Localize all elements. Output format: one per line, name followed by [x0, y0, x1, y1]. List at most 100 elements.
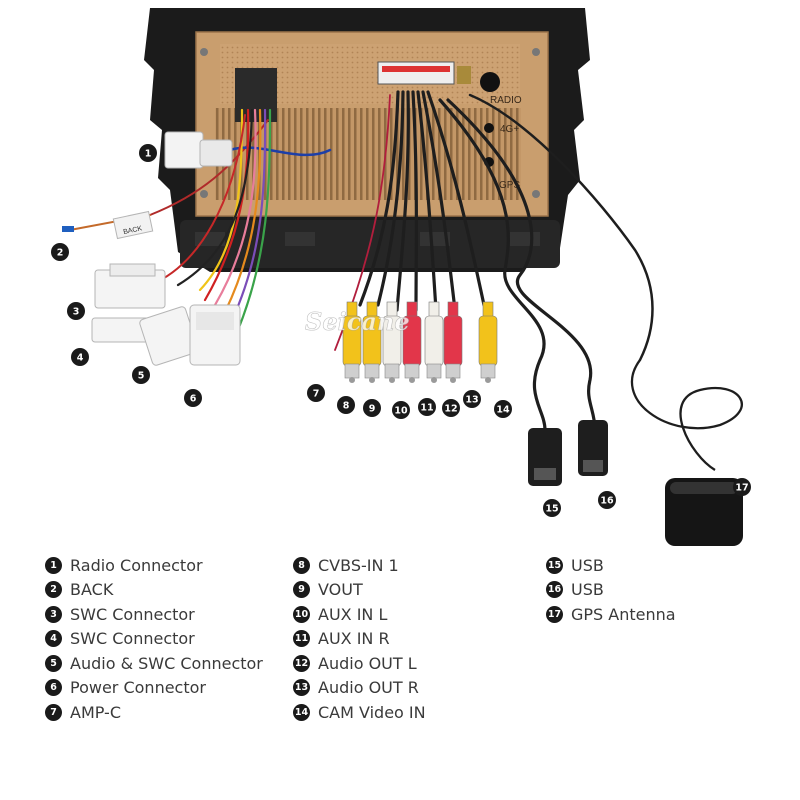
usb-plug-2 [578, 420, 608, 476]
harness-green [236, 108, 272, 332]
legend-item: 10 AUX IN L [293, 602, 426, 627]
callout-circle [71, 348, 89, 366]
callout-circle [132, 366, 150, 384]
callout-number: 9 [369, 403, 376, 414]
usb-cable-1 [438, 98, 547, 432]
cam-cable [426, 90, 486, 307]
legend-item: 17 GPS Antenna [546, 602, 676, 627]
radio-port [480, 72, 500, 92]
back-tag-label: BACK [123, 225, 143, 236]
legend-number-badge: 3 [45, 605, 62, 623]
harness-orange [223, 108, 262, 314]
legend-label: SWC Connector [70, 604, 195, 624]
legend-label: SWC Connector [70, 629, 195, 649]
callout-badge: 6 [184, 389, 202, 407]
callout-circle [139, 144, 157, 162]
legend-label: USB [571, 555, 604, 575]
rca-plug [424, 301, 444, 383]
fourg-port [484, 123, 494, 133]
connector-swc-a [94, 263, 166, 309]
callout-number: 13 [465, 394, 478, 405]
legend-item: 6 Power Connector [45, 676, 263, 701]
legend-number-badge: 7 [45, 703, 62, 721]
callout-number: 4 [77, 352, 84, 363]
callout-badge: 3 [67, 302, 85, 320]
callout-badge: 16 [598, 491, 616, 509]
rca-cable-1 [358, 90, 400, 307]
callout-badge: 14 [494, 400, 512, 418]
legend-number-badge: 9 [293, 581, 310, 599]
gps-cable [468, 93, 654, 362]
callout-badge: 11 [418, 398, 436, 416]
legend-item: 5 Audio & SWC Connector [45, 651, 263, 676]
callout-number: 6 [190, 393, 197, 404]
radio-port-label: RADIO [490, 95, 522, 106]
legend-number-badge: 10 [293, 605, 310, 623]
legend-label: AMP-C [70, 702, 121, 722]
usb-cable-2 [446, 98, 597, 432]
callout-number: 7 [313, 388, 320, 399]
legend-label: GPS Antenna [571, 604, 676, 624]
rca-plug [478, 301, 498, 383]
callout-circle [598, 491, 616, 509]
callout-number: 1 [145, 148, 152, 159]
callout-circle [418, 398, 436, 416]
rca-cable-4 [411, 90, 418, 312]
legend-label: CVBS-IN 1 [318, 555, 399, 575]
callout-badge: 7 [307, 384, 325, 402]
legend-number-badge: 2 [45, 581, 62, 599]
legend-number-badge: 16 [546, 581, 563, 599]
callout-circle [184, 389, 202, 407]
rca-harness-socket [377, 61, 455, 85]
legend-item: 7 AMP-C [45, 700, 263, 725]
legend-number-badge: 17 [546, 605, 563, 623]
callout-circle [67, 302, 85, 320]
callout-number: 12 [444, 403, 457, 414]
callout-number: 14 [496, 404, 510, 415]
callout-number: 10 [394, 405, 408, 416]
swc-wire [149, 114, 246, 286]
callout-badge: 2 [51, 243, 69, 261]
legend-number-badge: 5 [45, 654, 62, 672]
legend-number-badge: 8 [293, 556, 310, 574]
radio-socket [457, 66, 471, 84]
callout-badge: 5 [132, 366, 150, 384]
legend-number-badge: 12 [293, 654, 310, 672]
callout-circle [463, 390, 481, 408]
callout-circle [442, 399, 460, 417]
legend-number-badge: 11 [293, 630, 310, 648]
harness-black [176, 108, 254, 287]
legend-number-badge: 6 [45, 679, 62, 697]
callout-badge: 8 [337, 396, 355, 414]
fourg-port-label: 4G+ [500, 124, 519, 135]
callout-badge: 17 [733, 478, 751, 496]
callout-circle [51, 243, 69, 261]
legend-number-badge: 4 [45, 630, 62, 648]
wires [69, 90, 654, 432]
callout-circle [307, 384, 325, 402]
legend-number-badge: 1 [45, 556, 62, 574]
legend-label: AUX IN L [318, 604, 388, 624]
legend-label: CAM Video IN [318, 702, 426, 722]
legend-label: Power Connector [70, 678, 206, 698]
legend-label: Audio OUT R [318, 678, 419, 698]
legend-label: Audio & SWC Connector [70, 653, 263, 673]
rca-plug [443, 301, 463, 383]
connector-radio [164, 131, 233, 169]
rca-plug [362, 301, 382, 383]
callout-badge: 10 [392, 401, 410, 419]
callout-circle [494, 400, 512, 418]
legend-number-badge: 14 [293, 703, 310, 721]
harness-purple [230, 108, 267, 322]
